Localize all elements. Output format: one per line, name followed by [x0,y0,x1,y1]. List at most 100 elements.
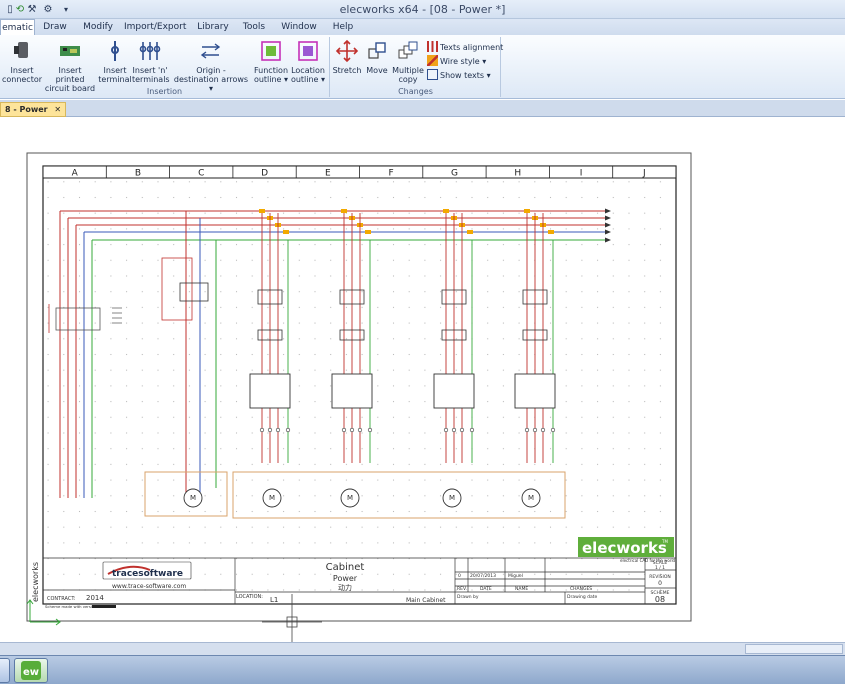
svg-text:SCHEME: SCHEME [651,590,670,596]
motor: M [340,488,360,508]
function-outline-icon [261,41,281,61]
tab-import-export[interactable]: Import/Export [124,22,187,32]
title-block [43,557,676,604]
terminal [357,427,363,433]
insert-connector-button[interactable]: Insert connector [0,39,44,84]
drive-unit [331,373,373,409]
origin-destination-arrows-button[interactable]: Origin - destination arrows ▾ [172,39,250,93]
bus-terminal [341,209,347,213]
bus-terminal [443,209,449,213]
wire-style-icon [427,55,438,66]
doc-tab-power[interactable]: 8 - Power ✕ [0,102,67,117]
svg-text:SCALE: SCALE [653,560,668,566]
title-bar: ▯ ⟲ ⚒ ⚙ ▾ elecworks x64 - [08 - Power *] [0,0,845,19]
svg-text:0: 0 [458,573,461,579]
svg-text:Drawn by: Drawn by [457,594,479,600]
tracesoftware-logo: tracesoftware www.trace-software.com [102,561,192,590]
feeder [331,209,373,463]
feeder [514,209,556,463]
stretch-button[interactable]: Stretch [331,39,363,75]
tab-window[interactable]: Window [281,22,317,32]
svg-text:CHANGES: CHANGES [570,586,592,592]
bus-terminal [524,209,530,213]
svg-text:electrical CAD for the world: electrical CAD for the world [620,558,676,563]
tab-schematic[interactable]: ematic [0,19,35,36]
svg-text:20/07/2013: 20/07/2013 [470,573,496,579]
tab-tools[interactable]: Tools [242,22,266,32]
svg-text:Miguel: Miguel [508,573,523,579]
feeder [433,209,475,463]
tab-help[interactable]: Help [332,22,354,32]
terminal [451,427,457,433]
svg-text:CONTRACT:: CONTRACT: [47,596,76,602]
close-icon[interactable]: ✕ [54,105,62,114]
svg-text:L1: L1 [270,596,278,604]
document-tabs: 8 - Power ✕ [0,100,845,117]
column-ticks [105,166,614,178]
svg-text:www.trace-software.com: www.trace-software.com [112,583,186,590]
column-label: A [72,169,79,179]
svg-text:08: 08 [655,595,665,604]
circuit-breaker [441,289,467,305]
wire-style-button[interactable]: Wire style ▾ [427,55,486,68]
terminal [550,427,556,433]
taskbar-item-elecworks[interactable]: ew [14,658,48,683]
motor-symbol [442,488,462,508]
tab-draw[interactable]: Draw [43,22,67,32]
contactor [339,329,365,341]
column-label: E [325,169,331,179]
save-icon[interactable]: ▯ [7,4,13,15]
motor-group-outline [232,471,566,519]
svg-text:LOCATION:: LOCATION: [236,594,263,600]
show-texts-icon [427,69,438,80]
taskbar-item-previous[interactable] [0,658,10,683]
svg-text:Drawing date: Drawing date [567,594,598,600]
insert-printed-circuit-board-button[interactable]: Insert printed circuit board [44,39,96,93]
multiple-copy-button[interactable]: Multiple copy [391,39,425,84]
tools-icon[interactable]: ⚒ [27,4,37,15]
svg-text:0: 0 [658,580,662,587]
svg-text:elecworks: elecworks [31,562,40,602]
tab-library[interactable]: Library [197,22,229,32]
terminal [469,427,475,433]
tab-modify[interactable]: Modify [83,22,113,32]
svg-text:REVISION: REVISION [649,574,670,580]
bus-terminal [365,230,371,234]
svg-text:elecworks: elecworks [582,539,667,557]
arrows-icon [200,43,221,59]
drive-unit [249,373,291,409]
horizontal-scrollbar[interactable] [745,644,843,654]
motor: M [183,488,203,508]
settings-icon[interactable]: ⚙ [43,4,53,15]
column-label: C [198,169,204,179]
circuit-board-icon [60,46,80,56]
terminal [540,427,546,433]
contactor [441,329,467,341]
motor: M [442,488,462,508]
bus-wires [59,210,605,498]
texts-alignment-button[interactable]: Texts alignment [427,41,503,54]
svg-text:Cabinet: Cabinet [326,562,365,573]
location-outline-button[interactable]: Location outline ▾ [290,39,326,84]
terminal [524,427,530,433]
bus-terminal [467,230,473,234]
terminal [285,427,291,433]
insertion-group: Insert connector Insert printed circuit … [0,37,330,97]
function-outline-button[interactable]: Function outline ▾ [252,39,290,84]
motor-symbol [340,488,360,508]
contactor [257,329,283,341]
move-button[interactable]: Move [363,39,391,75]
insert-n-terminals-button[interactable]: Insert 'n' terminals [132,39,170,84]
show-texts-button[interactable]: Show texts ▾ [427,69,491,82]
bus-terminal [283,230,289,234]
qat-dropdown-icon[interactable]: ▾ [63,5,68,14]
insert-terminal-button[interactable]: Insert terminal [98,39,132,84]
terminal [459,427,465,433]
multiple-copy-icon [398,41,418,59]
redo-icon[interactable]: ⟲ [15,4,25,15]
ribbon-tabs: ematic Draw Modify Import/Export Library… [0,19,845,36]
motor: M [262,488,282,508]
